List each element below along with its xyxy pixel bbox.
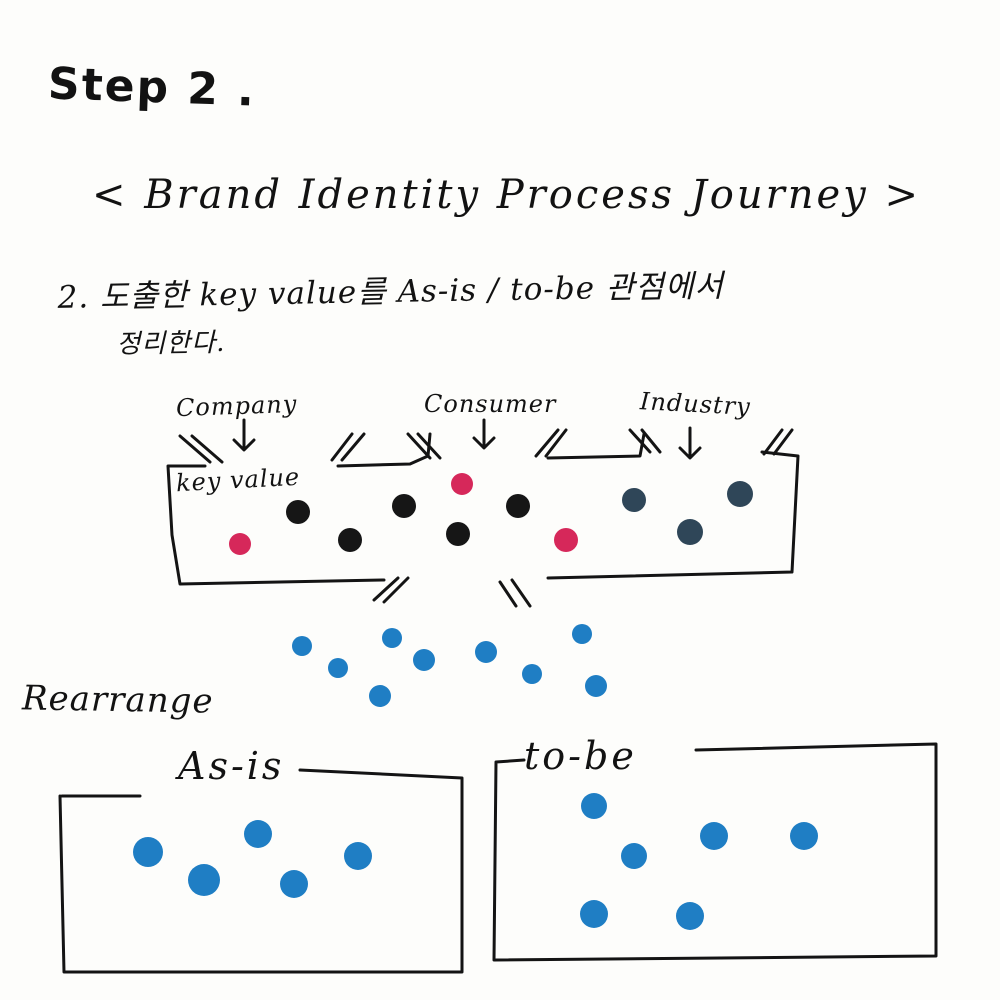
- chevron-marks-icon: [178, 428, 794, 464]
- rearranged-dot: [522, 664, 542, 684]
- rearranged-dot: [572, 624, 592, 644]
- key-value-dots: [229, 473, 753, 555]
- rearranged-dot: [369, 685, 391, 707]
- rearrange-label: Rearrange: [21, 678, 214, 722]
- to-be-dots: [580, 793, 818, 930]
- key-value-dot: [286, 500, 310, 524]
- to-be-dot: [790, 822, 818, 850]
- key-value-dot: [338, 528, 362, 552]
- as-is-dot: [280, 870, 308, 898]
- rearranged-dot: [382, 628, 402, 648]
- down-arrow-icon: [232, 418, 256, 452]
- down-arrow-icon: [678, 426, 702, 460]
- to-be-dot: [700, 822, 728, 850]
- as-is-dot: [188, 864, 220, 896]
- rearranged-dot: [328, 658, 348, 678]
- rearranged-dot: [413, 649, 435, 671]
- source-label-industry: Industry: [639, 387, 752, 421]
- key-value-dot: [622, 488, 646, 512]
- to-be-dot: [580, 900, 608, 928]
- as-is-dot: [133, 837, 163, 867]
- as-is-dots: [133, 820, 372, 898]
- as-is-dot: [244, 820, 272, 848]
- as-is-label: As-is: [178, 744, 285, 788]
- description: 2. 도출한 key value를 As-is / to-be 관점에서 정리한…: [57, 262, 725, 370]
- as-is-box-outline: [58, 768, 464, 974]
- key-value-dot: [229, 533, 251, 555]
- key-value-dot: [727, 481, 753, 507]
- rearranged-dot: [475, 641, 497, 663]
- key-value-dot: [554, 528, 578, 552]
- down-arrow-icon: [472, 418, 496, 450]
- to-be-dot: [621, 843, 647, 869]
- chevron-marks-icon: [372, 576, 532, 608]
- rearranged-dot: [585, 675, 607, 697]
- key-value-dot: [677, 519, 703, 545]
- rearranged-dots: [292, 624, 607, 707]
- to-be-box-outline: [492, 742, 938, 962]
- as-is-dot: [344, 842, 372, 870]
- key-value-dot: [506, 494, 530, 518]
- description-line-1: 2. 도출한 key value를 As-is / to-be 관점에서: [57, 268, 725, 316]
- key-value-dot: [392, 494, 416, 518]
- key-value-dot: [446, 522, 470, 546]
- funnel-top-segment-right: [546, 432, 646, 460]
- key-value-dot: [451, 473, 473, 495]
- page-title: < Brand Identity Process Journey >: [92, 172, 921, 218]
- source-label-company: Company: [175, 389, 298, 423]
- rearranged-dot: [292, 636, 312, 656]
- to-be-dot: [676, 902, 704, 930]
- key-value-box-outline: [166, 450, 800, 586]
- step-heading: Step 2 .: [47, 58, 257, 117]
- to-be-dot: [581, 793, 607, 819]
- source-label-consumer: Consumer: [424, 390, 557, 418]
- to-be-label: to-be: [524, 734, 637, 778]
